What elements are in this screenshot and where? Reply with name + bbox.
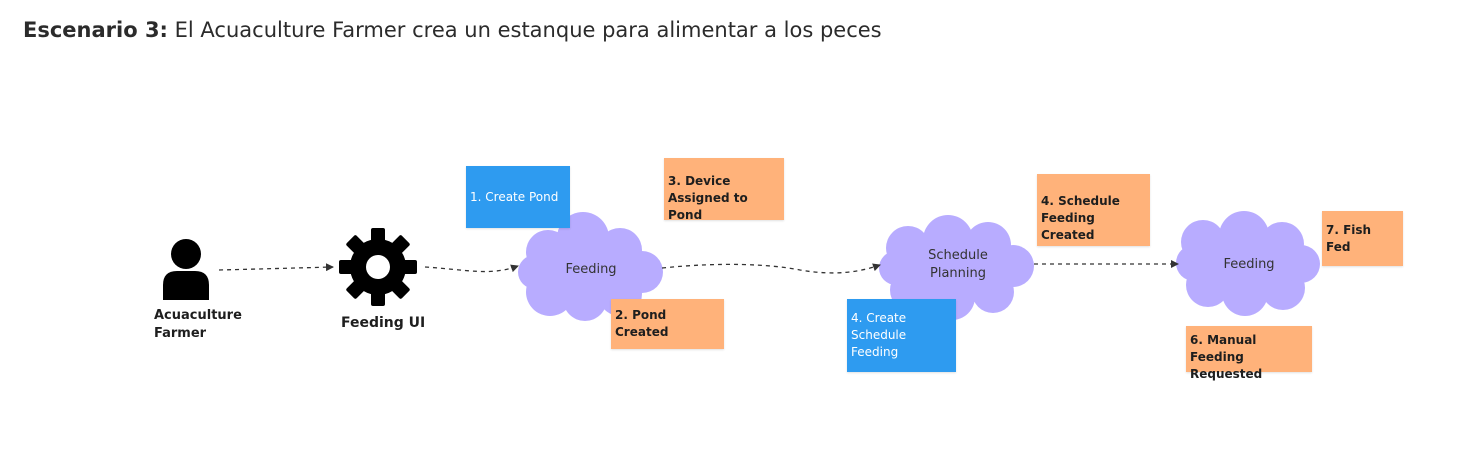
cloud-schedule-label-line2: Planning [930, 266, 986, 281]
cloud-feeding-2 [1176, 211, 1320, 316]
cloud-feeding-2-label: Feeding [1223, 256, 1275, 272]
event-manual-feeding-line2: Requested [1190, 367, 1263, 381]
actor-label-line2: Farmer [154, 326, 207, 341]
command-create-schedule-feeding: 4. Create Schedule Feeding [847, 299, 956, 372]
title-description: El Acuaculture Farmer crea un estanque p… [167, 18, 882, 42]
event-fish-fed: 7. Fish Fed [1322, 211, 1403, 266]
arrow-ui-to-feeding [424, 264, 519, 273]
command-create-schedule-line1: 4. Create [851, 311, 907, 325]
event-fish-fed-text: 7. Fish Fed [1326, 222, 1372, 254]
event-device-assigned-line2: Assigned to Pond [668, 191, 748, 222]
event-schedule-created-line1: 4. Schedule [1041, 194, 1120, 208]
event-pond-created-text: 2. Pond Created [615, 308, 669, 339]
actor-label-line1: Acuaculture [154, 308, 242, 323]
cloud-schedule-planning [879, 215, 1034, 320]
event-manual-feeding-requested: 6. Manual Feeding Requested [1186, 326, 1312, 381]
event-schedule-feeding-created: 4. Schedule Feeding Created [1037, 174, 1150, 246]
title-scenario-label: Escenario 3: [23, 18, 168, 42]
diagram-title: Escenario 3: El Acuaculture Farmer crea … [23, 18, 882, 42]
event-pond-created: 2. Pond Created [611, 299, 724, 349]
cloud-schedule-planning-label: Schedule Planning [900, 244, 1016, 286]
event-device-assigned: 3. Device Assigned to Pond [664, 158, 784, 222]
command-create-schedule-line3: Feeding [851, 345, 899, 359]
event-schedule-created-line2: Feeding Created [1041, 211, 1095, 242]
event-device-assigned-line1: 3. Device [668, 174, 731, 188]
system-label: Feeding UI [341, 315, 426, 331]
command-create-pond-text: 1. Create Pond [470, 189, 559, 204]
cloud-feeding-1 [518, 212, 663, 321]
command-create-schedule-line2: Schedule [851, 328, 907, 342]
cloud-schedule-label-line1: Schedule [928, 248, 988, 263]
actor-label: Acuaculture Farmer [154, 307, 242, 343]
arrow-actor-to-ui [218, 263, 334, 272]
person-icon [163, 239, 209, 300]
arrow-feeding-to-schedule [661, 263, 881, 274]
cloud-feeding-1-label: Feeding [565, 261, 617, 277]
command-create-pond: 1. Create Pond [466, 166, 570, 228]
gear-icon [339, 228, 417, 306]
event-manual-feeding-line1: 6. Manual Feeding [1190, 333, 1257, 364]
